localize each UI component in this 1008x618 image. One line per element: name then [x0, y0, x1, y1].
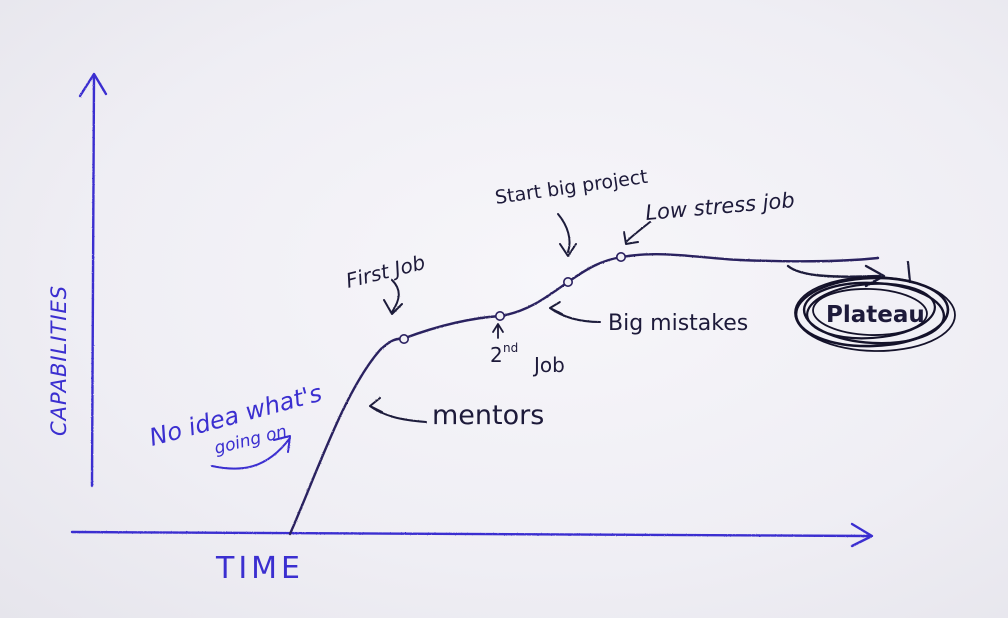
y-axis-arrowhead	[78, 72, 108, 98]
start-big-project-arrow	[557, 213, 577, 257]
svg-text:mentors: mentors	[432, 400, 544, 431]
x-axis-label: TIME	[215, 551, 304, 586]
svg-text:Big mistakes: Big mistakes	[608, 311, 748, 336]
milestone-first-job	[398, 333, 409, 344]
plateau-scribble	[794, 276, 956, 352]
annotation-low-stress-job: Low stress job	[623, 188, 796, 245]
no-idea-arrow	[211, 435, 291, 470]
annotation-no-idea: No idea what's going on	[146, 379, 325, 470]
plateau-label: Plateau	[826, 302, 925, 328]
x-axis-arrowhead	[850, 522, 874, 548]
milestone-second-job	[494, 310, 505, 321]
x-axis	[70, 522, 874, 548]
first-job-arrow	[383, 279, 403, 315]
annotation-first-job: First Job	[343, 250, 428, 315]
annotation-second-job: 2 nd Job	[490, 323, 565, 377]
second-job-arrow	[492, 323, 504, 339]
career-curve	[288, 252, 912, 536]
svg-text:Job: Job	[532, 353, 565, 377]
svg-text:2: 2	[490, 343, 503, 367]
big-mistakes-arrow	[549, 301, 601, 323]
svg-text:nd: nd	[503, 341, 518, 355]
mentors-arrow	[369, 397, 427, 423]
svg-text:Start big project: Start big project	[494, 166, 649, 209]
annotation-big-mistakes: Big mistakes	[549, 301, 748, 336]
y-axis	[78, 72, 108, 488]
milestone-low-stress-job	[615, 252, 626, 263]
low-stress-job-arrow	[623, 221, 651, 245]
annotation-mentors: mentors	[369, 397, 544, 431]
y-axis-label: CAPABILITIES	[47, 285, 71, 436]
svg-text:Low stress job: Low stress job	[644, 188, 795, 225]
milestone-big-project	[562, 276, 573, 287]
svg-text:First Job: First Job	[343, 250, 427, 293]
